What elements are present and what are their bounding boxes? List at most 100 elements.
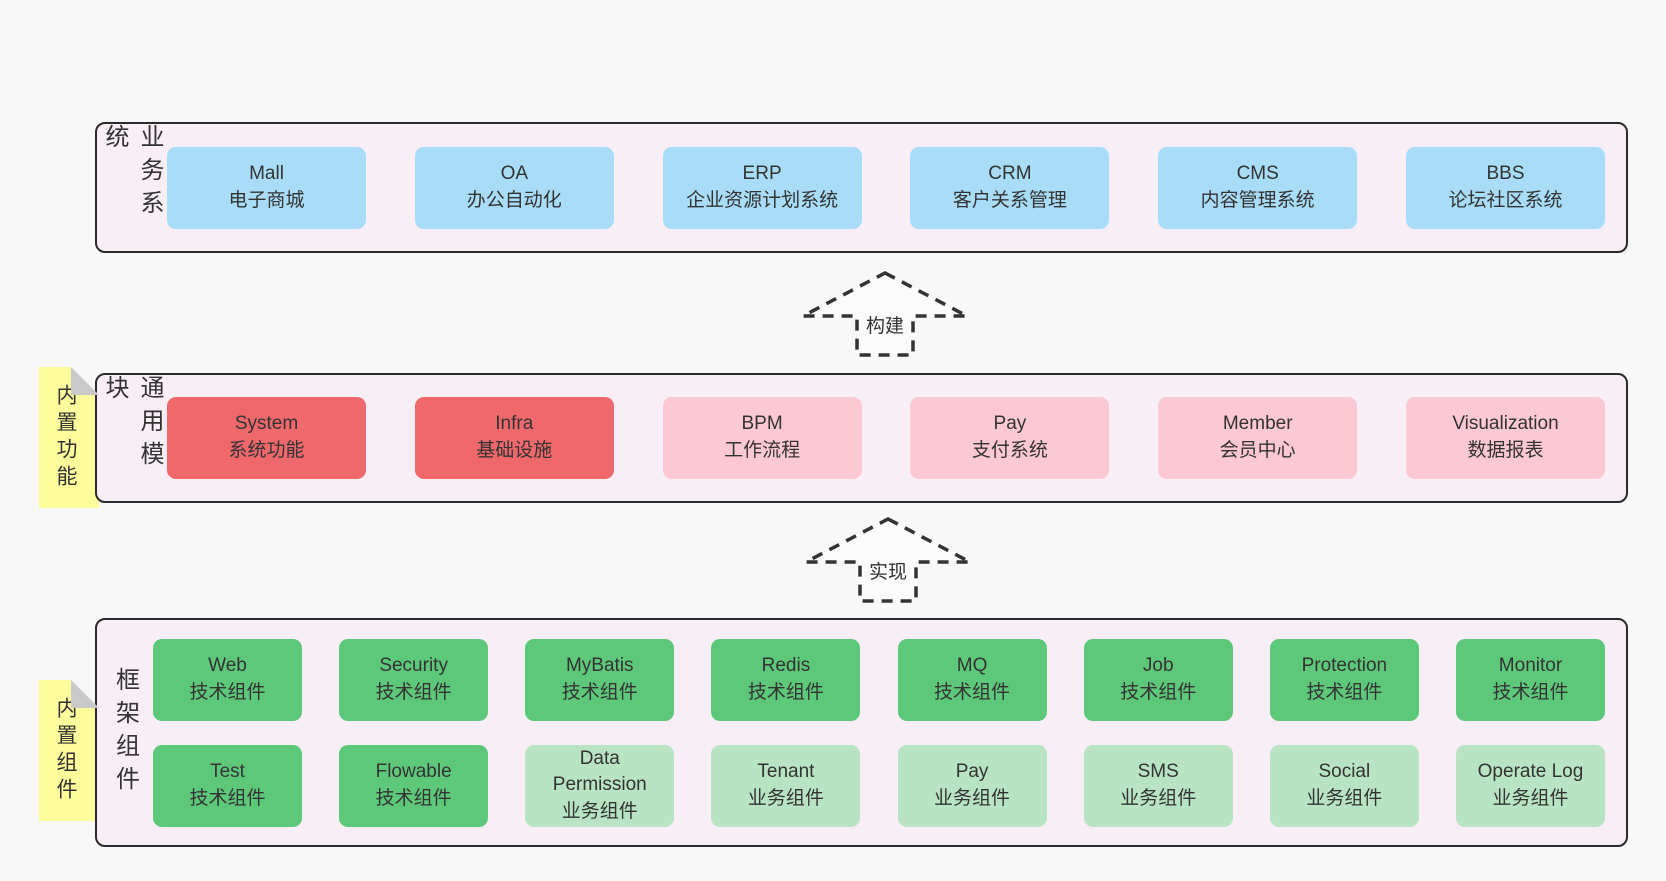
node-pay-biz: Pay 业务组件	[897, 744, 1047, 827]
node-name: BPM	[741, 413, 783, 435]
node-security: Security 技术组件	[339, 638, 489, 721]
arrow-label: 实现	[869, 561, 907, 583]
node-subtitle: 技术组件	[375, 787, 452, 809]
node-name: Member	[1222, 413, 1293, 435]
node-subtitle: 客户关系管理	[952, 189, 1067, 211]
arrow-label-bg	[859, 310, 911, 340]
node-name: Pay	[993, 413, 1027, 435]
node-subtitle: 技术组件	[189, 681, 266, 703]
node-subtitle: 技术组件	[561, 681, 638, 703]
section-rows: Web 技术组件 Security 技术组件 MyBatis 技术组件 Redi…	[153, 620, 1626, 845]
node-subtitle: 业务组件	[1306, 787, 1383, 809]
node-mq: MQ 技术组件	[897, 638, 1047, 721]
node-subtitle: 基础设施	[476, 440, 553, 461]
node-protection: Protection 技术组件	[1269, 638, 1419, 721]
node-name: BBS	[1486, 162, 1525, 184]
node-operate-log: Operate Log 业务组件	[1455, 744, 1605, 827]
node-subtitle: 工作流程	[724, 440, 801, 461]
node-mall: Mall 电子商城	[167, 146, 366, 229]
node-system: System 系统功能	[167, 397, 366, 479]
section-rows: Mall 电子商城 OA 办公自动化 ERP 企业资源计划系统 CRM 客户关系…	[167, 124, 1626, 251]
node-row: Web 技术组件 Security 技术组件 MyBatis 技术组件 Redi…	[153, 638, 1605, 721]
node-row: Test 技术组件 Flowable 技术组件 Data Permission …	[153, 744, 1605, 827]
node-name: Mall	[249, 162, 284, 184]
dashed-up-arrow-implement: 实现	[803, 516, 973, 604]
node-subtitle: 业务组件	[934, 787, 1011, 809]
node-name: Data Permission	[552, 747, 647, 796]
node-subtitle: 业务组件	[1120, 787, 1197, 809]
node-tenant: Tenant 业务组件	[711, 744, 861, 827]
node-sms: SMS 业务组件	[1083, 744, 1233, 827]
node-name: Operate Log	[1477, 760, 1584, 782]
node-subtitle: 论坛社区系统	[1448, 189, 1563, 211]
node-subtitle: 办公自动化	[466, 189, 562, 211]
node-social: Social 业务组件	[1269, 744, 1419, 827]
node-subtitle: 技术组件	[934, 681, 1011, 703]
node-subtitle: 电子商城	[228, 189, 305, 211]
node-pay: Pay 支付系统	[910, 397, 1110, 479]
node-name: Pay	[955, 760, 989, 782]
node-name: Infra	[495, 413, 534, 435]
node-name: Security	[379, 654, 448, 676]
node-name: Protection	[1301, 654, 1388, 676]
node-name: CRM	[988, 162, 1032, 184]
node-name: MyBatis	[565, 654, 634, 676]
section-label-framework-components: 框架组件	[111, 666, 139, 799]
node-name: ERP	[742, 162, 782, 184]
section-business-systems: 业务系统 Mall 电子商城 OA 办公自动化 ERP 企业资源计划系统 CRM…	[95, 122, 1628, 253]
node-name: Redis	[761, 654, 811, 676]
node-redis: Redis 技术组件	[711, 638, 861, 721]
dashed-up-arrow-build: 构建	[800, 270, 970, 358]
node-crm: CRM 客户关系管理	[910, 146, 1110, 229]
node-oa: OA 办公自动化	[414, 146, 614, 229]
node-erp: ERP 企业资源计划系统	[662, 146, 862, 229]
node-subtitle: 支付系统	[971, 440, 1048, 461]
section-rows: System 系统功能 Infra 基础设施 BPM 工作流程 Pay 支付系统…	[167, 375, 1626, 501]
node-test: Test 技术组件	[153, 744, 302, 827]
node-name: Monitor	[1498, 654, 1563, 676]
node-infra: Infra 基础设施	[414, 397, 614, 479]
node-subtitle: 业务组件	[561, 800, 638, 822]
node-name: Web	[208, 654, 247, 676]
section-label-business-systems: 业务系统	[101, 124, 163, 223]
node-subtitle: 数据报表	[1467, 440, 1544, 461]
node-web: Web 技术组件	[153, 638, 302, 721]
arrow-label: 构建	[866, 315, 904, 337]
node-subtitle: 技术组件	[1306, 681, 1383, 703]
node-monitor: Monitor 技术组件	[1455, 638, 1605, 721]
node-cms: CMS 内容管理系统	[1158, 146, 1358, 229]
node-subtitle: 技术组件	[1120, 681, 1197, 703]
node-name: OA	[500, 162, 529, 184]
node-row: Mall 电子商城 OA 办公自动化 ERP 企业资源计划系统 CRM 客户关系…	[167, 146, 1605, 229]
node-mybatis: MyBatis 技术组件	[525, 638, 675, 721]
node-name: MQ	[956, 654, 988, 676]
node-name: CMS	[1236, 162, 1279, 184]
node-subtitle: 系统功能	[228, 440, 305, 461]
node-member: Member 会员中心	[1158, 397, 1358, 479]
node-name: Job	[1142, 654, 1174, 676]
node-subtitle: 业务组件	[1492, 787, 1569, 809]
node-visualization: Visualization 数据报表	[1405, 397, 1605, 479]
node-bbs: BBS 论坛社区系统	[1405, 146, 1605, 229]
node-subtitle: 会员中心	[1219, 440, 1296, 461]
node-subtitle: 技术组件	[189, 787, 266, 809]
node-name: Visualization	[1452, 413, 1559, 435]
node-name: Test	[210, 760, 245, 782]
section-label-common-modules: 通用模块	[101, 375, 163, 474]
node-bpm: BPM 工作流程	[662, 397, 862, 479]
node-name: Tenant	[757, 760, 815, 782]
node-name: Flowable	[375, 760, 452, 782]
node-subtitle: 技术组件	[1492, 681, 1569, 703]
node-subtitle: 企业资源计划系统	[686, 189, 839, 211]
section-common-modules: 通用模块 System 系统功能 Infra 基础设施 BPM 工作流程 Pay…	[95, 373, 1628, 503]
node-name: SMS	[1137, 760, 1179, 782]
node-name: System	[234, 413, 299, 435]
node-row: System 系统功能 Infra 基础设施 BPM 工作流程 Pay 支付系统…	[167, 397, 1605, 479]
node-subtitle: 技术组件	[375, 681, 452, 703]
node-subtitle: 业务组件	[747, 787, 824, 809]
node-flowable: Flowable 技术组件	[339, 744, 489, 827]
node-job: Job 技术组件	[1083, 638, 1233, 721]
node-name: Social	[1318, 760, 1371, 782]
arrow-label-bg	[862, 556, 914, 586]
node-data-permission: Data Permission 业务组件	[525, 744, 675, 827]
